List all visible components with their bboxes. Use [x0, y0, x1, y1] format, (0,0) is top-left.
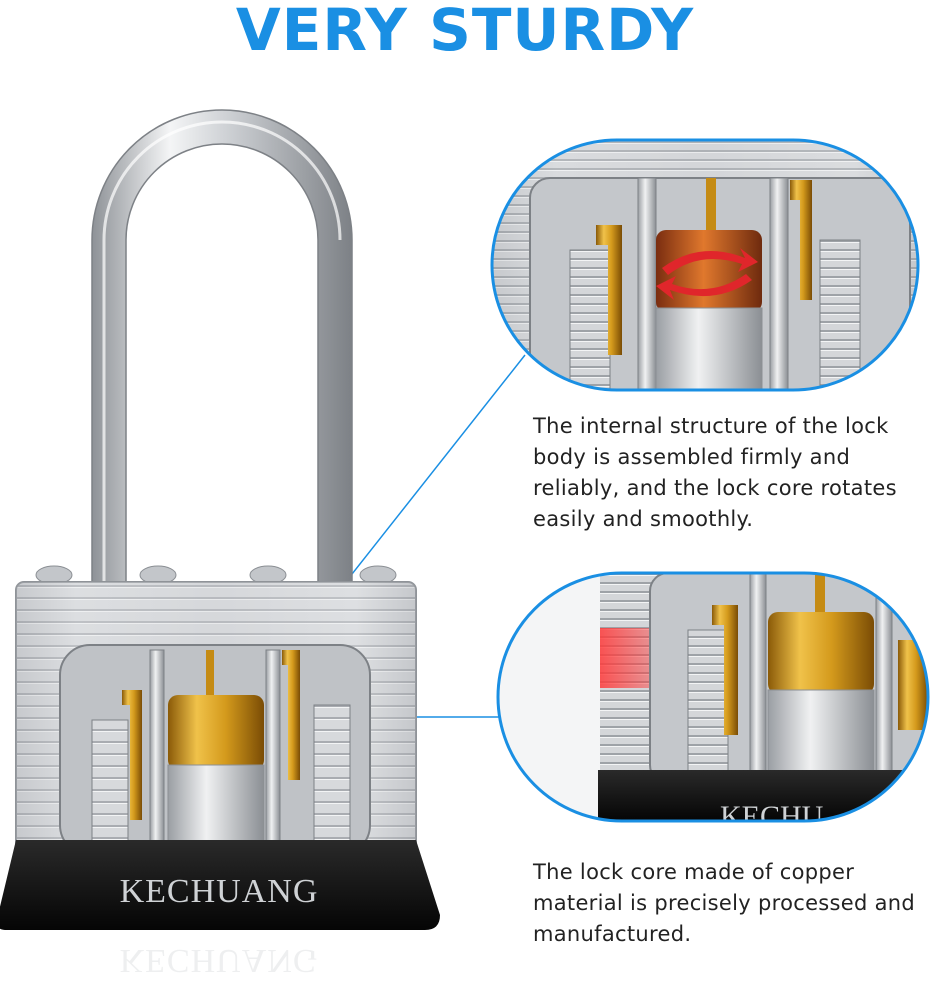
shackle — [91, 109, 353, 591]
caption-copper-core: The lock core made of copper material is… — [533, 860, 916, 946]
rotate-arrow-icon — [662, 248, 758, 275]
zoom-brand-fragment: KECHU — [720, 800, 824, 833]
zoom-detail-rotating-core — [490, 138, 920, 392]
brand-reflection: KECHUANG — [120, 942, 319, 979]
brand-name: KECHUANG — [120, 873, 319, 910]
lock-body — [15, 581, 417, 856]
headline: VERY STURDY — [235, 0, 695, 64]
zoom-detail-copper-core: KECHU — [496, 571, 930, 833]
caption-internal-structure: The internal structure of the lock body … — [533, 414, 897, 531]
lock-base: KECHUANG KECHUANG — [0, 840, 440, 979]
